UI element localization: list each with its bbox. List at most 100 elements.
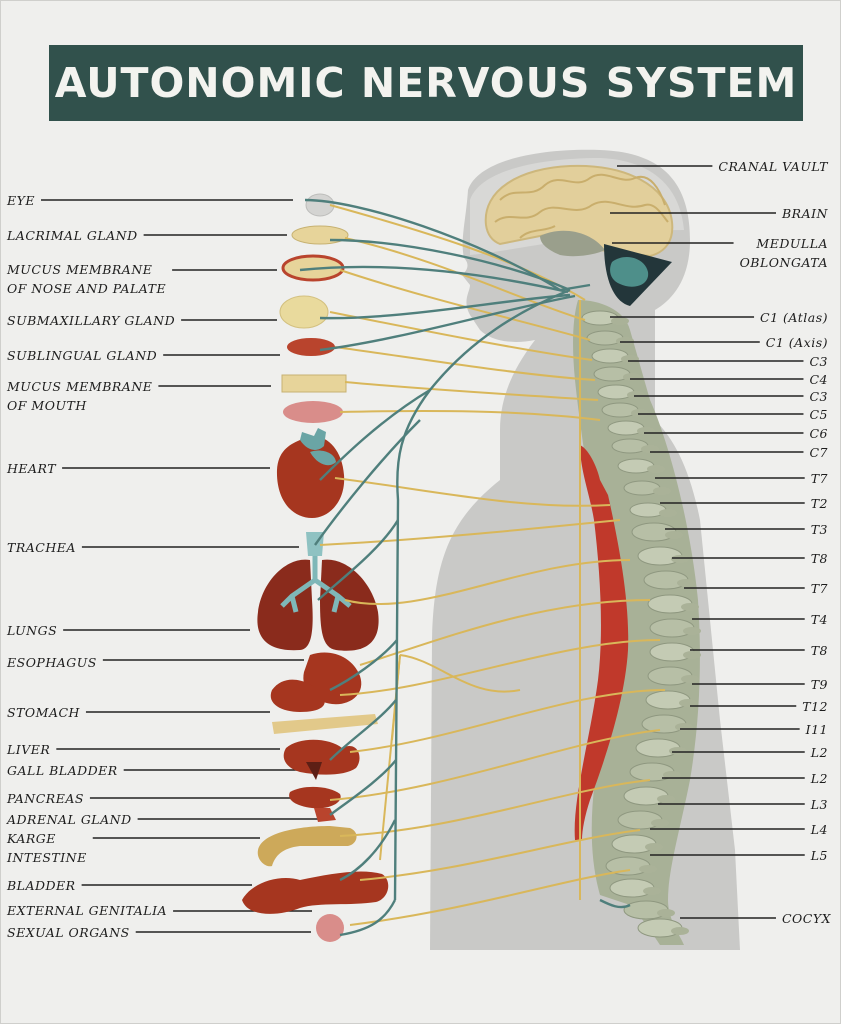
vertebrae-group: [581, 310, 701, 938]
label-text: INTESTINE: [7, 850, 87, 865]
label-cranal-vault: CRANAL VAULT: [718, 157, 828, 176]
label-lacrimal-gland: LACRIMAL GLAND: [7, 226, 138, 245]
label-gall-bladder: GALL BLADDER: [7, 761, 118, 780]
label-t4: T4: [811, 610, 828, 629]
label-text: ESOPHAGUS: [7, 655, 97, 670]
label-text: T12: [802, 699, 828, 714]
vertebra-process: [645, 843, 663, 851]
label-text: BRAIN: [782, 206, 828, 221]
vertebra-process: [659, 509, 677, 517]
vertebra-process: [643, 887, 661, 895]
label-text: I11: [805, 722, 828, 737]
label-cocyx: COCYX: [782, 909, 831, 928]
pancreas-organ: [289, 786, 341, 809]
vertebra-process: [621, 355, 639, 363]
brain-shape: [484, 164, 674, 258]
brain-folds: [494, 173, 669, 239]
label-c4: C4: [809, 370, 828, 389]
cerebellum-shape: [540, 230, 605, 257]
label-text: SEXUAL ORGANS: [7, 925, 130, 940]
label-text: T4: [810, 612, 828, 627]
label-text: C1 (Axis): [765, 335, 828, 350]
label-heart: HEART: [7, 459, 56, 478]
vertebra-process: [675, 723, 693, 731]
label-text: T9: [810, 677, 828, 692]
vertebra-process: [647, 465, 665, 473]
label-text: T8: [810, 551, 828, 566]
vertebra-process: [631, 409, 649, 417]
label-t3: T3: [811, 520, 828, 539]
label-i11: I11: [806, 720, 828, 739]
label-text: MUCUS MEMBRANE: [7, 262, 153, 277]
label-trachea: TRACHEA: [7, 538, 76, 557]
label-stomach: STOMACH: [7, 703, 80, 722]
medulla-core: [610, 257, 649, 287]
vertebra-process: [637, 427, 655, 435]
vertebra-process: [683, 651, 701, 659]
label-text: L3: [810, 797, 828, 812]
label-eye: EYE: [7, 191, 35, 210]
vertebra-process: [653, 487, 671, 495]
label-text: SUBLINGUAL GLAND: [7, 348, 158, 363]
vertebra-process: [663, 771, 681, 779]
label-t9: T9: [811, 675, 828, 694]
label-text: COCYX: [781, 911, 831, 926]
label-text: PANCREAS: [7, 791, 84, 806]
label-text: MEDULLA: [756, 236, 828, 251]
vertebra-process: [641, 445, 659, 453]
label-text: GALL BLADDER: [7, 763, 118, 778]
label-liver: LIVER: [7, 740, 50, 759]
label-l2-b: L2: [811, 769, 828, 788]
parasympathetic-nerves: [299, 198, 631, 937]
sympathetic-nerves: [319, 204, 666, 926]
label-text: L5: [810, 848, 828, 863]
label-c3-a: C3: [809, 352, 828, 371]
submaxillary-organ: [279, 295, 329, 329]
vertebra-process: [669, 747, 687, 755]
label-text: MUCUS MEMBRANE: [7, 379, 153, 394]
label-mucus-membrane-nose-palate: MUCUS MEMBRANE OF NOSE AND PALATE: [7, 260, 166, 298]
label-text: EYE: [7, 193, 36, 208]
label-connectors: [41, 165, 805, 933]
vertebra-process: [651, 819, 669, 827]
vertebra-process: [671, 555, 689, 563]
label-text: C7: [809, 445, 828, 460]
label-sublingual-gland: SUBLINGUAL GLAND: [7, 346, 157, 365]
label-text: C4: [809, 372, 828, 387]
label-text: CRANAL VAULT: [718, 159, 828, 174]
spinal-cord: [574, 445, 629, 840]
label-external-genitalia: EXTERNAL GENITALIA: [7, 901, 167, 920]
liver-organ: [283, 739, 360, 775]
gall-bladder-organ: [306, 762, 322, 780]
label-text: OF MOUTH: [7, 398, 87, 413]
label-text: L4: [810, 822, 828, 837]
heart-vessels: [300, 428, 336, 466]
label-text: T7: [810, 581, 828, 596]
organs: [242, 193, 389, 942]
vertebra-process: [679, 699, 697, 707]
eye-organ: [305, 193, 335, 217]
vertebra-process: [683, 627, 701, 635]
label-text: C1 (Atlas): [760, 310, 828, 325]
vertebra-process: [665, 531, 683, 539]
label-text: C3: [809, 354, 828, 369]
label-text: OF NOSE AND PALATE: [7, 281, 167, 296]
label-text: SUBMAXILLARY GLAND: [7, 313, 176, 328]
spinal-column: [573, 300, 700, 945]
mouth-pink-organ: [283, 401, 343, 423]
label-text: LUNGS: [7, 623, 58, 638]
vertebra-process: [657, 909, 675, 917]
label-text: T7: [810, 471, 828, 486]
body-silhouette: [430, 149, 740, 950]
title-banner: AUTONOMIC NERVOUS SYSTEM: [49, 45, 803, 121]
label-esophagus: ESOPHAGUS: [7, 653, 97, 672]
label-pancreas: PANCREAS: [7, 789, 84, 808]
sexual-organ-shape: [316, 914, 344, 942]
vertebra-process: [671, 927, 689, 935]
label-mucus-membrane-mouth: MUCUS MEMBRANE OF MOUTH: [7, 377, 152, 415]
vertebra-process: [627, 391, 645, 399]
vertebra-process: [616, 337, 634, 345]
page-title: AUTONOMIC NERVOUS SYSTEM: [54, 59, 798, 107]
label-brain: BRAIN: [782, 204, 828, 223]
vertebra-process: [623, 373, 641, 381]
